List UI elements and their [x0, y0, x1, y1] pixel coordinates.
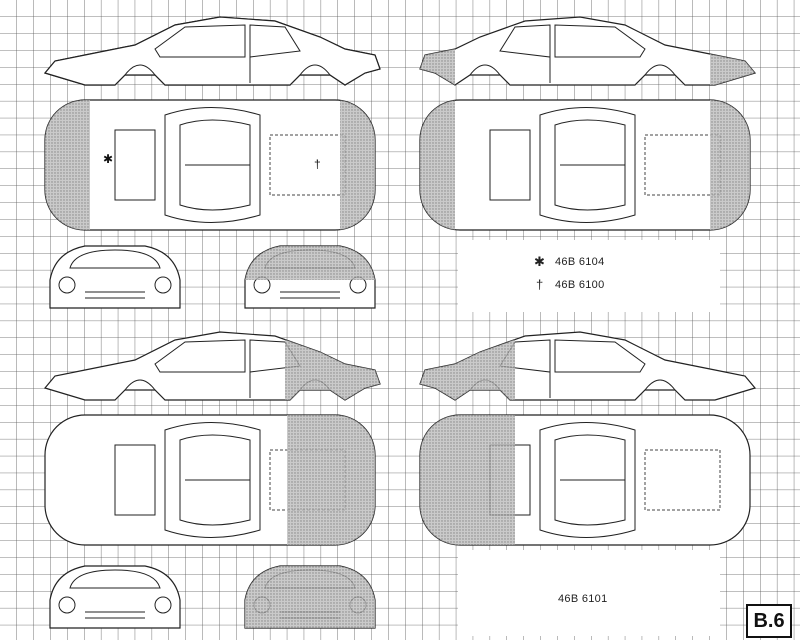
front-view-upper: [49, 245, 181, 309]
front-view-lower: [49, 565, 181, 629]
part-code: 46B 6104: [555, 256, 605, 268]
rear-view-lower: [244, 565, 376, 629]
upper-legend-panel: ✱ 46B 6104 † 46B 6100: [458, 240, 720, 312]
dagger-icon: †: [536, 277, 544, 292]
dagger-marker: †: [314, 157, 321, 171]
part-code: 46B 6100: [555, 279, 605, 291]
part-code: 46B 6101: [558, 593, 608, 605]
asterisk-icon: ✱: [534, 254, 545, 269]
lower-legend-panel: 46B 6101: [458, 550, 720, 636]
underbody-view-lower: [419, 414, 751, 546]
asterisk-marker: ✱: [103, 152, 114, 166]
rear-view-upper: [244, 245, 376, 309]
top-view-upper: [44, 99, 376, 231]
underbody-view-upper: [419, 99, 751, 231]
top-view-lower: [44, 414, 376, 546]
page-label: B.6: [746, 604, 792, 638]
